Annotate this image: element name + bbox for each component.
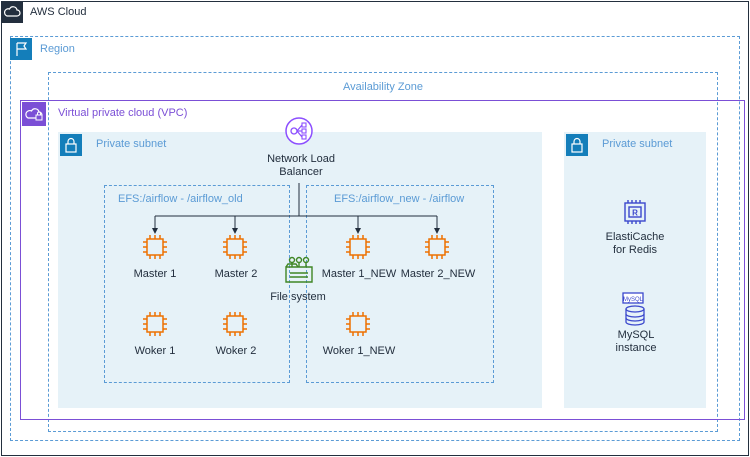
nlb-label-line2: Balancer xyxy=(279,166,323,178)
worker1-label: Woker 1 xyxy=(134,345,176,357)
private-subnet-right-label: Private subnet xyxy=(602,138,673,150)
ec2-instance-icon[interactable] xyxy=(141,233,169,261)
network-load-balancer-icon[interactable] xyxy=(284,116,314,146)
svg-text:R: R xyxy=(632,209,638,218)
region-group xyxy=(10,36,740,441)
lock-icon xyxy=(566,134,588,156)
mysql-label-line1: MySQL xyxy=(617,329,655,341)
private-subnet-left-label: Private subnet xyxy=(96,138,167,150)
efs-new-label: EFS:/airflow_new - /airflow xyxy=(334,193,465,205)
mysql-label-line2: instance xyxy=(615,342,657,354)
availability-zone-group xyxy=(48,72,718,432)
vpc-label: Virtual private cloud (VPC) xyxy=(58,107,188,119)
mysql-database-icon[interactable]: MySQL xyxy=(620,292,650,326)
efs-file-system-icon[interactable] xyxy=(283,255,315,285)
lock-icon xyxy=(60,134,82,156)
ec2-instance-icon[interactable] xyxy=(221,233,249,261)
elasticache-label-line1: ElastiCache xyxy=(605,231,665,243)
flag-icon xyxy=(10,38,32,60)
vpc-icon xyxy=(22,102,46,126)
ec2-instance-icon[interactable] xyxy=(221,310,249,338)
efs-old-label: EFS:/airflow - /airflow_old xyxy=(118,193,243,205)
region-label: Region xyxy=(40,43,75,55)
nlb-label-line1: Network Load xyxy=(267,153,335,165)
efs-old-group xyxy=(104,185,290,383)
vpc-group xyxy=(20,100,745,420)
aws-cloud-label: AWS Cloud xyxy=(30,6,87,18)
master1-label: Master 1 xyxy=(133,268,177,280)
elasticache-label-line2: for Redis xyxy=(612,244,658,256)
elasticache-redis-icon[interactable]: R xyxy=(620,197,650,227)
availability-zone-label: Availability Zone xyxy=(343,81,423,93)
aws-cloud-icon xyxy=(1,1,23,23)
master1-new-label: Master 1_NEW xyxy=(321,268,397,280)
private-subnet-left xyxy=(58,132,542,408)
mysql-badge-text: MySQL xyxy=(623,297,644,303)
ec2-instance-icon[interactable] xyxy=(344,310,372,338)
master2-new-label: Master 2_NEW xyxy=(400,268,476,280)
worker1-new-label: Woker 1_NEW xyxy=(322,345,396,357)
ec2-instance-icon[interactable] xyxy=(141,310,169,338)
worker2-label: Woker 2 xyxy=(215,345,257,357)
ec2-instance-icon[interactable] xyxy=(344,233,372,261)
master2-label: Master 2 xyxy=(214,268,258,280)
file-system-label: File system xyxy=(270,291,326,303)
private-subnet-right xyxy=(564,132,706,408)
ec2-instance-icon[interactable] xyxy=(423,233,451,261)
efs-new-group xyxy=(306,185,494,383)
